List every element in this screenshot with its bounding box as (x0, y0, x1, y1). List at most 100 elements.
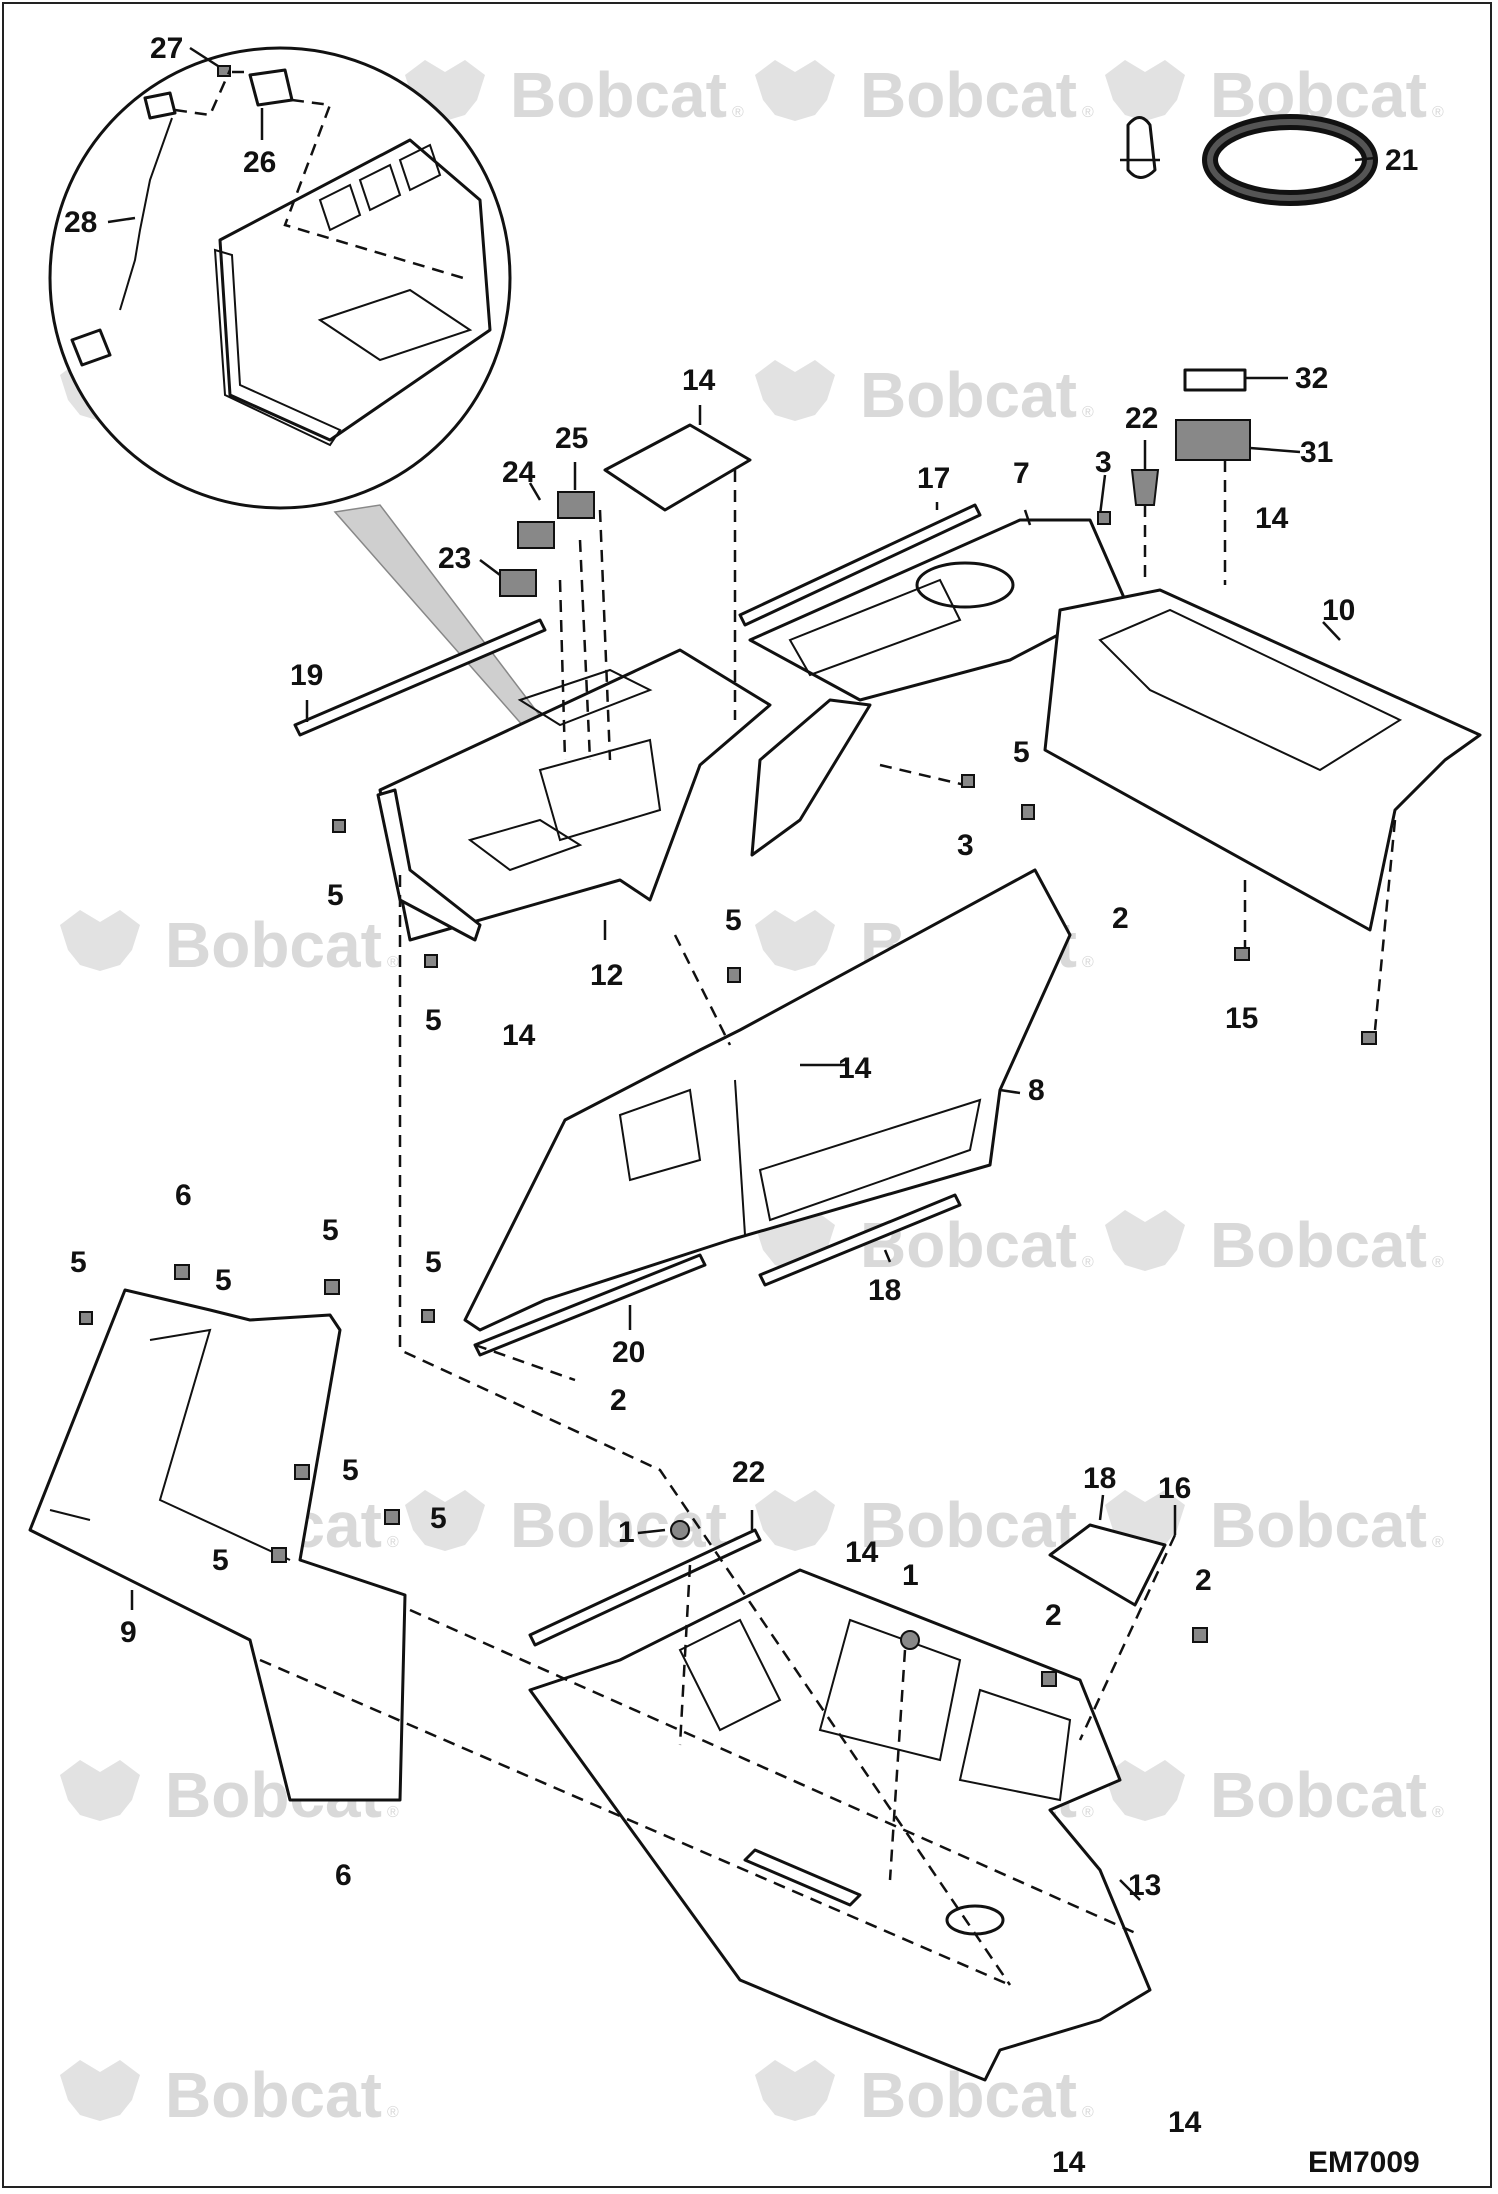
part-21-trim (293, 618, 547, 737)
callout: 19 (290, 659, 323, 692)
watermark-registered-mark: ® (1432, 1534, 1444, 1551)
callout: 28 (64, 206, 97, 239)
callout: 3 (1095, 446, 1112, 479)
callout: 14 (838, 1052, 872, 1085)
watermark-text: Bobcat (860, 59, 1077, 131)
callout: 5 (212, 1544, 229, 1577)
callout: 6 (335, 1859, 352, 1892)
callout: 3 (957, 829, 974, 862)
callout: 1 (618, 1516, 635, 1549)
watermark-logo-icon (1105, 1210, 1185, 1271)
inset-detail (48, 46, 586, 787)
watermark-text: Bobcat (1210, 1489, 1427, 1561)
callout: 5 (215, 1264, 232, 1297)
callout: 32 (1295, 362, 1328, 395)
watermark-logo-icon (60, 2060, 140, 2121)
callout: 14 (1052, 2146, 1086, 2179)
callout: 22 (732, 1456, 765, 1489)
watermark-registered-mark: ® (387, 1534, 399, 1551)
harness-plug-30-top (143, 91, 177, 120)
callout: 5 (725, 904, 742, 937)
watermark-logo-icon (60, 1760, 140, 1821)
switch-hardware (499, 368, 1251, 597)
callout: 26 (243, 146, 276, 179)
part-22-trim (528, 1528, 762, 1647)
callout: 2 (610, 1384, 627, 1417)
callout: 9 (120, 1616, 137, 1649)
part-12-front-console (378, 648, 772, 942)
watermark-logo-icon (1105, 1760, 1185, 1821)
watermark-text: Bobcat (510, 59, 727, 131)
leader-lines (107, 46, 1376, 1901)
callout: 20 (612, 1336, 645, 1369)
watermark-text: Bobcat (165, 2059, 382, 2131)
watermark-registered-mark: ® (387, 954, 399, 971)
callout: 22 (1125, 402, 1158, 435)
watermark-registered-mark: ® (732, 104, 744, 121)
part-10-rear-panel (1043, 588, 1482, 932)
callout: 15 (1225, 1002, 1258, 1035)
watermark-registered-mark: ® (1082, 2104, 1094, 2121)
callout: 7 (1013, 457, 1030, 490)
callout: 6 (175, 1179, 192, 1212)
callout: 2 (1045, 1599, 1062, 1632)
watermark-logo-icon (755, 1490, 835, 1551)
callout: 14 (845, 1536, 879, 1569)
part-17-vent (1048, 1523, 1167, 1607)
assembly-lines (259, 460, 1397, 1987)
watermark-logo-icon (1105, 60, 1185, 121)
part-13-cover (603, 423, 752, 512)
callout: 5 (425, 1004, 442, 1037)
watermark-logo-icon (755, 360, 835, 421)
callout: 14 (1168, 2106, 1202, 2139)
callout: 14 (1255, 502, 1289, 535)
part-26-switch (517, 521, 555, 549)
callout: 14 (682, 364, 716, 397)
inset-console-body (218, 138, 492, 442)
watermark-registered-mark: ® (1082, 1254, 1094, 1271)
callout: 5 (70, 1246, 87, 1279)
part-9-left-panel (28, 1288, 407, 1802)
part-27-switch (557, 491, 595, 519)
watermark-registered-mark: ® (1082, 404, 1094, 421)
watermark-text: Bobcat (1210, 1209, 1427, 1281)
watermark-registered-mark: ® (1082, 1804, 1094, 1821)
part-23-hose (1126, 114, 1378, 206)
harness-30 (119, 117, 173, 311)
part-11-floor-console (528, 1568, 1152, 2082)
watermark-registered-mark: ® (1432, 1254, 1444, 1271)
part-32-switch-cap (1183, 368, 1247, 392)
callout: 5 (327, 879, 344, 912)
part-20-trim (473, 1253, 707, 1357)
callout: 5 (425, 1246, 442, 1279)
callout: 24 (502, 456, 536, 489)
callout-layer: 27 26 28 21 14 32 22 31 25 24 23 17 7 3 … (64, 32, 1418, 2179)
callout: 13 (1128, 1869, 1161, 1902)
callout: 2 (1112, 902, 1129, 935)
watermark-logo-icon (60, 910, 140, 971)
watermark-text: Bobcat (1210, 1759, 1427, 1831)
callout: 1 (902, 1559, 919, 1592)
connector-28 (248, 68, 294, 107)
watermark-registered-mark: ® (387, 2104, 399, 2121)
part-19-trim (738, 503, 982, 627)
callout: 18 (1083, 1462, 1116, 1495)
fasteners (79, 511, 1377, 1687)
callout: 2 (1195, 1564, 1212, 1597)
watermark-text: Bobcat (860, 359, 1077, 431)
callout: 5 (342, 1454, 359, 1487)
callout: 17 (917, 462, 950, 495)
watermark-text: Bobcat (860, 1489, 1077, 1561)
callout: 25 (555, 422, 588, 455)
diagram-code: EM7009 (1308, 2146, 1420, 2179)
part-25-switch (499, 569, 537, 597)
callout: 18 (868, 1274, 901, 1307)
watermark-registered-mark: ® (1082, 954, 1094, 971)
callout: 5 (430, 1502, 447, 1535)
callout: 27 (150, 32, 183, 65)
callout: 5 (322, 1214, 339, 1247)
watermark-registered-mark: ® (1432, 104, 1444, 121)
